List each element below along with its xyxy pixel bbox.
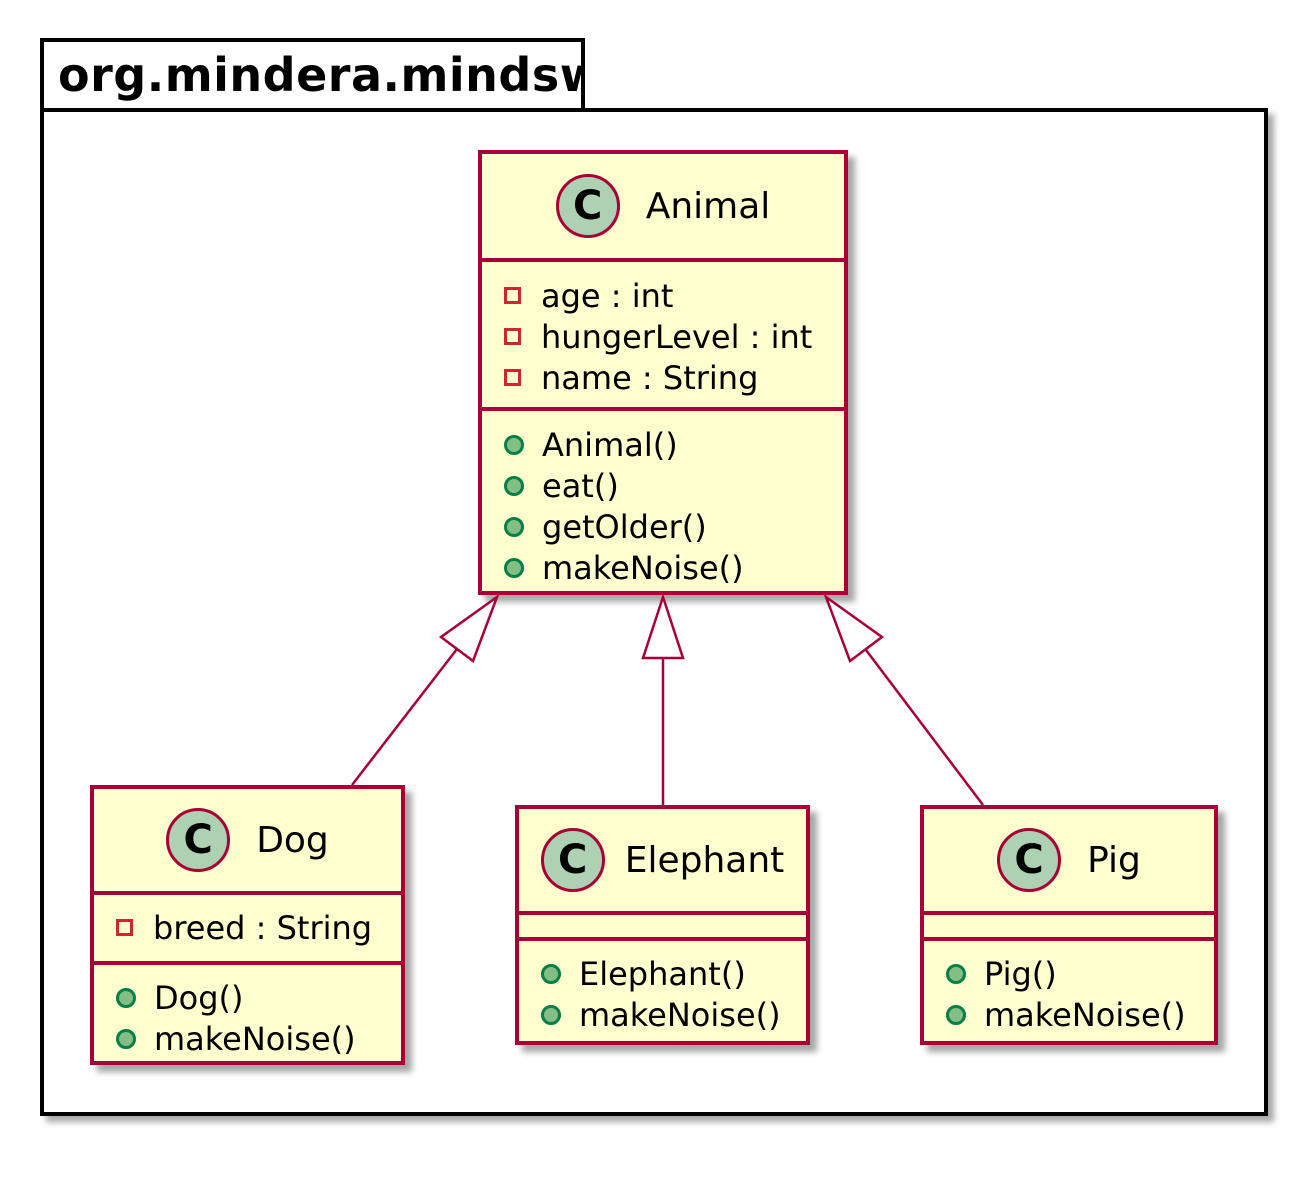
class-stereotype-icon: C [997,828,1062,892]
class-header: C Elephant [519,809,806,911]
package-tab: org.mindera.mindswap [40,38,585,108]
class-stereotype-icon: C [166,808,231,872]
generalization-dog-animal [351,593,500,786]
method: Dog() [116,977,401,1018]
attribute: hungerLevel : int [504,316,844,357]
method: makeNoise() [946,994,1214,1035]
method: Animal() [504,424,844,465]
divider [94,891,401,895]
class-header: C Dog [94,789,401,891]
attributes-compartment: age : int hungerLevel : int name : Strin… [482,262,844,407]
private-visibility-icon [504,369,521,386]
attribute: breed : String [116,907,401,948]
method: makeNoise() [116,1018,401,1059]
generalization-elephant-animal [641,592,685,805]
class-stereotype-icon: C [555,174,620,238]
package-name: org.mindera.mindswap [58,48,668,102]
class-header: C Animal [482,154,844,258]
public-visibility-icon [541,1004,561,1025]
divider [482,407,844,411]
divider [924,911,1214,915]
public-visibility-icon [504,434,524,455]
class-elephant[interactable]: C Elephant Elephant() makeNoise() [515,805,810,1045]
private-visibility-icon [504,328,521,345]
class-dog[interactable]: C Dog breed : String Dog() makeNoise() [90,785,405,1065]
public-visibility-icon [504,475,524,496]
divider [94,961,401,965]
public-visibility-icon [116,1028,136,1049]
method: makeNoise() [541,994,806,1035]
attribute: name : String [504,357,844,398]
methods-compartment: Animal() eat() getOlder() makeNoise() [482,411,844,600]
class-animal[interactable]: C Animal age : int hungerLevel : int nam… [478,150,848,595]
public-visibility-icon [541,963,561,984]
methods-compartment: Dog() makeNoise() [94,965,401,1071]
public-visibility-icon [946,1004,966,1025]
class-name: Elephant [624,839,785,881]
method: makeNoise() [504,547,844,588]
methods-compartment: Pig() makeNoise() [924,941,1214,1047]
public-visibility-icon [504,557,524,578]
divider [519,911,806,915]
class-pig[interactable]: C Pig Pig() makeNoise() [920,805,1218,1045]
method: getOlder() [504,506,844,547]
public-visibility-icon [504,516,524,537]
generalization-pig-animal [823,593,984,806]
method: Elephant() [541,953,806,994]
class-name: Pig [1087,839,1141,881]
class-name: Dog [256,819,329,861]
attributes-compartment: breed : String [94,895,401,961]
public-visibility-icon [116,987,136,1008]
private-visibility-icon [504,287,521,304]
class-name: Animal [645,185,771,227]
public-visibility-icon [946,963,966,984]
method: eat() [504,465,844,506]
divider [482,258,844,262]
class-stereotype-icon: C [540,828,605,892]
private-visibility-icon [116,919,133,936]
class-header: C Pig [924,809,1214,911]
attribute: age : int [504,275,844,316]
divider [924,937,1214,941]
methods-compartment: Elephant() makeNoise() [519,941,806,1047]
method: Pig() [946,953,1214,994]
divider [519,937,806,941]
